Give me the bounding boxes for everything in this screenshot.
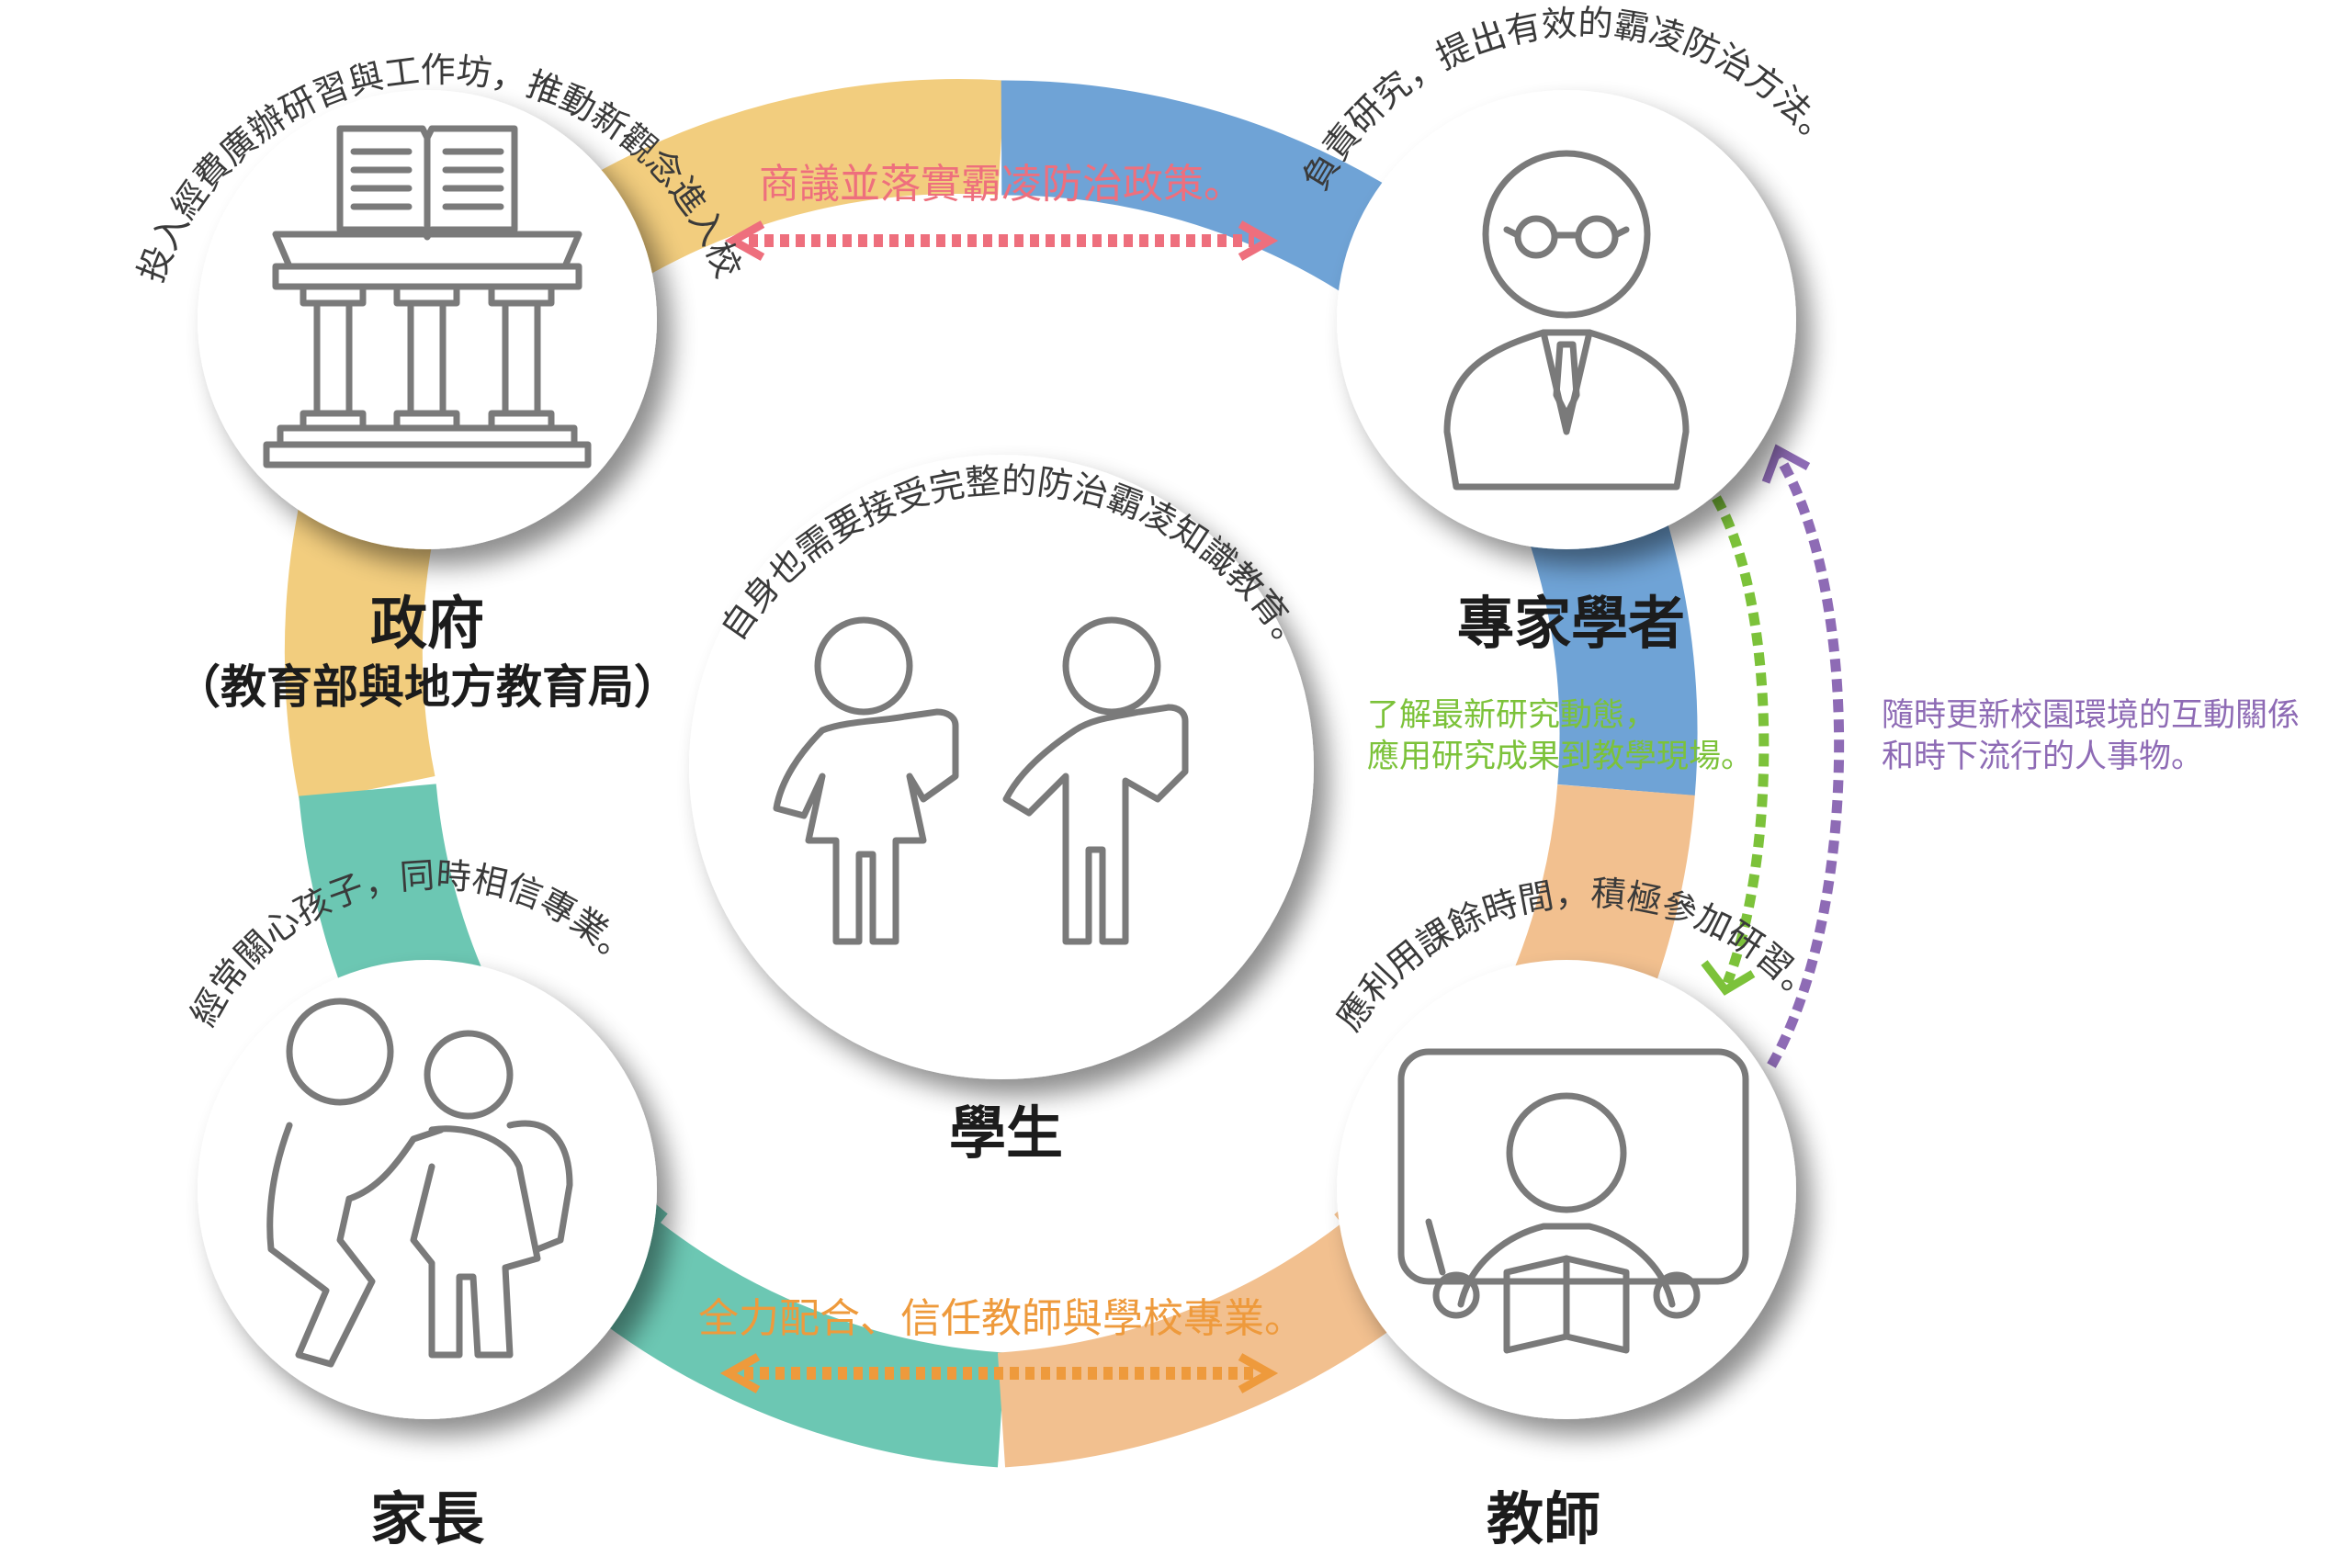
students-icon xyxy=(773,616,1189,945)
gov-experts-caption: 商議並落實霸凌防治政策。 xyxy=(759,161,1244,208)
students-node xyxy=(689,455,1314,1079)
government-node xyxy=(198,90,657,549)
teachers-to-experts-caption-line1: 隨時更新校園環境的互動關係 xyxy=(1882,697,2300,734)
experts-to-teachers-arrow xyxy=(1701,495,1770,996)
gov-experts-arrow xyxy=(724,220,1279,261)
teachers-to-experts-arrow xyxy=(1761,444,1845,1068)
parents-teachers-arrow xyxy=(719,1353,1279,1393)
government-building-icon xyxy=(263,125,592,468)
ring-segment-teal-bottom xyxy=(589,1222,1006,1468)
parent-child-icon xyxy=(266,998,573,1368)
experts-node xyxy=(1337,90,1796,549)
parents-title: 家長 xyxy=(370,1485,485,1552)
students-title: 學生 xyxy=(949,1100,1063,1167)
scholar-icon xyxy=(1443,150,1690,491)
teachers-title: 教師 xyxy=(1487,1485,1600,1552)
teachers-to-experts-caption-line2: 和時下流行的人事物。 xyxy=(1882,739,2203,775)
government-subtitle: （教育部與地方教育局） xyxy=(175,660,680,714)
experts-to-teachers-caption-line2: 應用研究成果到教學現場。 xyxy=(1367,739,1753,775)
teachers-node xyxy=(1337,960,1796,1419)
parents-teachers-caption: 全力配合、信任教師與學校專業。 xyxy=(698,1295,1305,1342)
teacher-icon xyxy=(1397,1048,1749,1354)
experts-to-teachers-caption-line1: 了解最新研究動態， xyxy=(1367,697,1657,734)
government-title: 政府 xyxy=(370,590,484,657)
experts-title: 專家學者 xyxy=(1457,590,1685,657)
